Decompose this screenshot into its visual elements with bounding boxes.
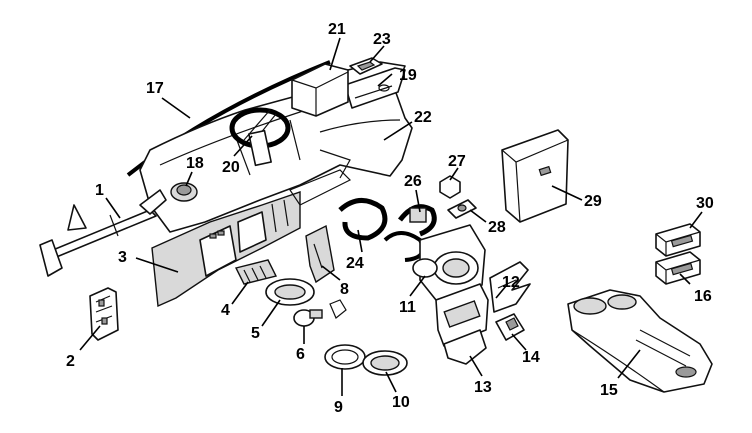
callout-11: 11 <box>399 299 416 316</box>
callout-1: 1 <box>95 182 104 199</box>
callout-27: 27 <box>448 153 466 170</box>
leader-lines <box>79 37 703 396</box>
part-14-small-bracket <box>495 313 525 341</box>
callout-10: 10 <box>392 394 410 411</box>
part-29-glove-box <box>501 129 569 223</box>
callout-22: 22 <box>414 109 432 126</box>
callout-14: 14 <box>522 349 540 366</box>
callout-24: 24 <box>346 255 364 272</box>
callout-29: 29 <box>584 193 602 210</box>
callout-18: 18 <box>186 155 204 172</box>
part-30-switch-module <box>655 223 701 257</box>
callout-6: 6 <box>296 346 305 363</box>
callout-13: 13 <box>474 379 492 396</box>
callout-3: 3 <box>118 249 127 266</box>
callout-16: 16 <box>694 288 712 305</box>
callout-28: 28 <box>488 219 506 236</box>
part-4-vent-grille <box>234 259 278 285</box>
part-18-round-speaker <box>170 182 198 202</box>
callout-4: 4 <box>221 302 230 319</box>
part-16-switch-module <box>655 251 701 285</box>
callout-8: 8 <box>340 281 349 298</box>
part-3-lower-dash-panel <box>151 191 301 308</box>
part-27-nut <box>439 175 461 199</box>
callout-12: 12 <box>502 274 520 291</box>
part-12-radio-trim <box>489 261 531 313</box>
callout-labels: 1 2 3 4 5 6 8 9 10 11 12 13 14 15 16 17 … <box>66 21 714 416</box>
callout-30: 30 <box>696 195 714 212</box>
callout-19: 19 <box>399 67 417 84</box>
part-21-top-box <box>291 63 349 117</box>
callout-2: 2 <box>66 353 75 370</box>
callout-23: 23 <box>373 31 391 48</box>
part-13-console-lower <box>435 283 489 365</box>
callout-21: 21 <box>328 21 346 38</box>
part-5-oval-bezel <box>265 278 315 306</box>
part-23-small-tab <box>349 57 383 75</box>
part-20-vent-ring <box>229 107 291 167</box>
callout-9: 9 <box>334 399 343 416</box>
callout-15: 15 <box>600 382 618 399</box>
callout-17: 17 <box>146 80 164 97</box>
part-2-bracket <box>89 287 119 341</box>
part-19-upper-trim <box>344 67 406 109</box>
part-28-clip <box>447 199 477 219</box>
part-24-duct-ring <box>289 149 388 241</box>
part-1-cross-beam <box>39 189 167 277</box>
callout-20: 20 <box>222 159 240 176</box>
callout-26: 26 <box>404 173 422 190</box>
part-8-side-panel <box>305 224 335 284</box>
part-9-ring <box>324 344 366 370</box>
part-10-ring <box>362 350 408 376</box>
part-15-center-console <box>567 289 713 393</box>
callout-5: 5 <box>251 325 260 342</box>
